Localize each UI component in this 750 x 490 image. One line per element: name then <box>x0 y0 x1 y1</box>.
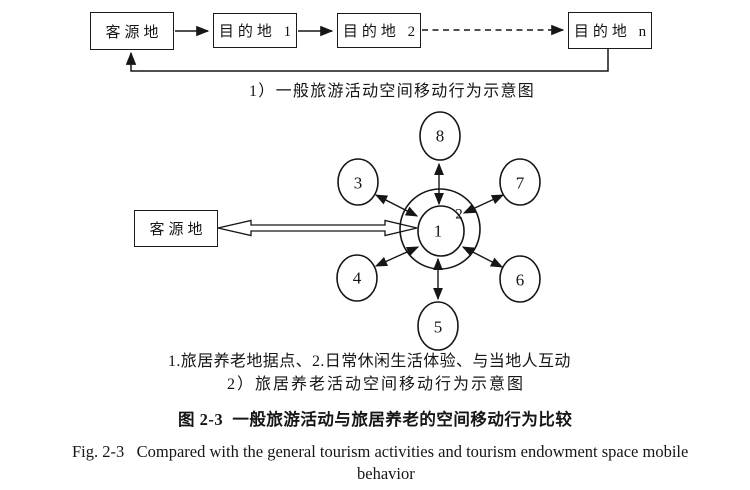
return-arrow-destn-to-source <box>125 49 609 72</box>
source-region-box-hub: 客源地 <box>134 210 218 247</box>
satellite-circle-3 <box>337 158 379 206</box>
figure-caption-chinese: 图 2-3 一般旅游活动与旅居养老的空间移动行为比较 <box>178 410 573 429</box>
satellite-circle-7 <box>499 158 541 206</box>
hub-inner-circle <box>417 205 465 257</box>
destination-2-label: 目的地 2 <box>342 24 420 40</box>
flow-diagram-arrows <box>125 24 609 72</box>
satellite-number-6: 6 <box>515 270 525 290</box>
satellite-number-3: 3 <box>353 173 363 193</box>
arrow-hub-to-7 <box>462 194 505 214</box>
hub-diagram-shapes <box>217 111 541 351</box>
satellite-circle-6 <box>499 255 541 303</box>
destination-1-box: 目的地 1 <box>213 13 297 48</box>
destination-2-box: 目的地 2 <box>337 13 421 48</box>
diagram2-caption: 2）旅居养老活动空间移动行为示意图 <box>227 376 526 393</box>
satellite-number-7: 7 <box>515 173 525 193</box>
arrow-hub-to-4 <box>374 246 420 267</box>
satellite-circle-5 <box>417 301 459 351</box>
source-region-box-top: 客源地 <box>90 12 174 50</box>
hub-ring-number: 2 <box>455 206 463 223</box>
source-region-label-hub: 客源地 <box>149 222 207 238</box>
destination-n-label: 目的地 n <box>573 24 651 40</box>
figure-caption-english-line1: Fig. 2-3 Compared with the general touri… <box>72 442 689 461</box>
satellite-circle-4 <box>336 254 378 302</box>
destination-n-box: 目的地 n <box>568 12 652 49</box>
destination-1-label: 目的地 1 <box>218 24 296 40</box>
diagram2-legend: 1.旅居养老地据点、2.日常休闲生活体验、与当地人互动 <box>168 353 571 370</box>
satellite-number-8: 8 <box>435 126 445 146</box>
arrow-hub-to-6 <box>461 246 504 268</box>
hub-center-number: 1 <box>433 221 443 241</box>
source-region-label-top: 客源地 <box>105 24 163 41</box>
satellite-circle-8 <box>419 111 461 161</box>
satellite-number-4: 4 <box>352 268 362 288</box>
hub-outer-ring <box>399 188 481 270</box>
satellite-number-5: 5 <box>433 317 443 337</box>
diagram1-caption: 1）一般旅游活动空间移动行为示意图 <box>249 83 536 100</box>
bidirectional-hollow-arrow <box>217 219 418 237</box>
figure-caption-english-line2: behavior <box>357 464 415 483</box>
arrow-hub-to-3 <box>374 194 419 217</box>
